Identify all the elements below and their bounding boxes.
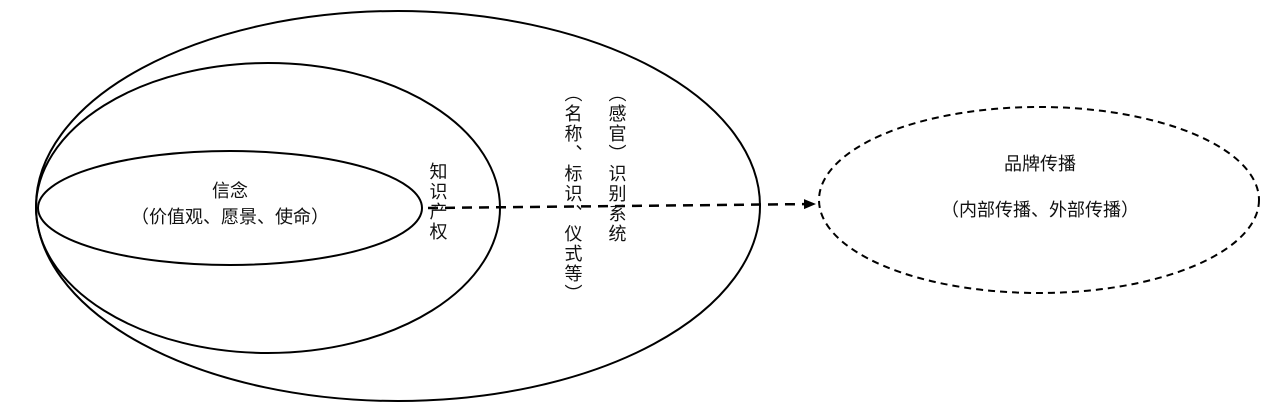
elements-label: （名称、标识、仪式等） [561,84,583,304]
brand-ellipse [818,106,1260,294]
inner-ellipse [37,150,423,266]
brand-subtitle: （内部传播、外部传播） [941,200,1139,221]
brand-title: 品牌传播 [1004,154,1076,175]
belief-subtitle: （价值观、愿景、使命） [131,207,329,228]
belief-title: 信念 [212,181,248,202]
sensory-system-label: （感官）识别系统 [605,84,627,244]
flow-arrow [427,199,816,210]
ip-label: 知识产权 [426,162,448,242]
